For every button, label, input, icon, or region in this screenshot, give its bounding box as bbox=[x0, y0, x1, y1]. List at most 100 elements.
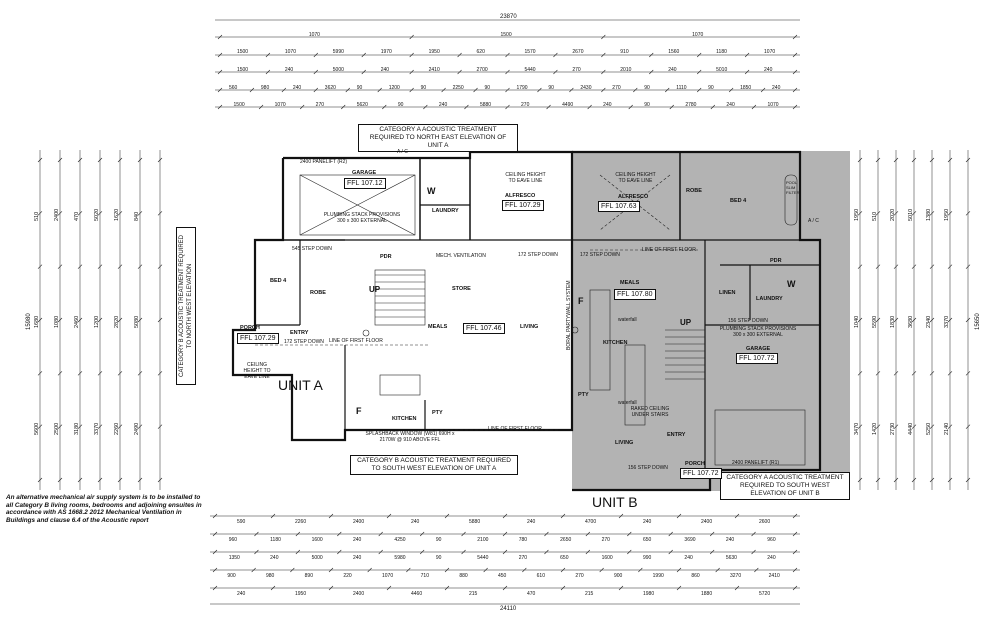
right-tick bbox=[857, 264, 863, 269]
step-down-172-entry: 172 STEP DOWN bbox=[284, 339, 324, 345]
f-a-label: F bbox=[356, 406, 362, 416]
top-tick bbox=[313, 52, 319, 58]
bottom-tick bbox=[715, 567, 720, 573]
unit-b-label: UNIT B bbox=[592, 494, 638, 510]
right-tick bbox=[929, 211, 935, 216]
left-tick bbox=[97, 211, 103, 216]
top-dim-3-14: 1110 bbox=[676, 85, 687, 91]
bottom-dim-1-2: 1600 bbox=[311, 537, 323, 543]
top-dim-3-17: 240 bbox=[772, 85, 781, 91]
robe-b-label: ROBE bbox=[686, 188, 702, 194]
top-dim-4-12: 240 bbox=[726, 102, 735, 108]
top-tick bbox=[649, 69, 654, 75]
left-dim-10: 2820 bbox=[114, 315, 120, 328]
top-tick bbox=[728, 87, 734, 93]
meals-b-label: MEALS bbox=[620, 280, 640, 286]
top-tick bbox=[696, 69, 702, 75]
bottom-tick bbox=[560, 513, 566, 519]
top-tick bbox=[382, 104, 387, 110]
top-dim-2-7: 270 bbox=[572, 67, 581, 73]
right-tick bbox=[965, 157, 971, 163]
bottom-dim-1-4: 4250 bbox=[394, 537, 406, 543]
left-tick bbox=[57, 157, 63, 163]
bottom-dim-0-9: 2600 bbox=[759, 519, 771, 525]
left-tick bbox=[57, 477, 63, 483]
bottom-dim-0-1: 2260 bbox=[295, 519, 307, 525]
top-tick bbox=[217, 104, 223, 110]
entry-a-label: ENTRY bbox=[290, 330, 309, 336]
top-dim-3-2: 240 bbox=[292, 85, 302, 91]
bottom-dim-4-1: 1950 bbox=[295, 591, 307, 597]
right-dim-0: 1950 bbox=[854, 209, 860, 222]
right-dim-11: 3370 bbox=[944, 315, 950, 328]
left-dim-17: 2490 bbox=[134, 422, 140, 435]
right-tick bbox=[947, 371, 953, 376]
right-tick bbox=[911, 264, 917, 269]
unit-b-walls bbox=[572, 150, 822, 492]
ceiling-note-a: CEILING HEIGHT TO EAVE LINE bbox=[505, 172, 546, 184]
category-b-south-west-note: CATEGORY B ACOUSTIC TREATMENT REQUIRED T… bbox=[350, 455, 518, 475]
left-dim-9: 1200 bbox=[94, 315, 100, 328]
right-tick bbox=[893, 211, 899, 216]
right-dim-6: 1040 bbox=[854, 315, 860, 328]
garage-b-label: GARAGE bbox=[746, 346, 771, 352]
top-dim-4-10: 90 bbox=[644, 102, 650, 108]
bottom-dim-4-5: 470 bbox=[527, 591, 536, 597]
right-dim-16: 5250 bbox=[926, 422, 932, 435]
dimension-ticks bbox=[37, 34, 971, 591]
stairs-unit-b bbox=[665, 329, 705, 380]
bottom-dim-1-11: 3690 bbox=[684, 537, 696, 543]
bottom-tick bbox=[585, 531, 591, 537]
bottom-tick bbox=[444, 567, 450, 573]
bottom-tick bbox=[751, 531, 756, 537]
bottom-tick bbox=[367, 567, 372, 573]
top-dim-1-3: 1970 bbox=[380, 49, 392, 55]
top-tick bbox=[628, 104, 633, 110]
top-dim-4-5: 240 bbox=[438, 102, 448, 108]
top-dim-2-9: 240 bbox=[668, 67, 677, 73]
left-tick bbox=[117, 157, 123, 163]
f-b-label: F bbox=[578, 296, 584, 306]
pool-filter-note: POOL SLIM FILTER bbox=[786, 180, 800, 195]
right-tick bbox=[911, 157, 917, 163]
right-dim-1: 510 bbox=[872, 212, 878, 222]
left-dim-1: 2400 bbox=[54, 209, 60, 222]
porch-a-ffl: FFL 107.29 bbox=[237, 333, 279, 344]
mech-ventilation-note: MECH. VENTILATION bbox=[436, 253, 486, 259]
bottom-tick bbox=[461, 549, 466, 555]
top-dim-2-11: 240 bbox=[764, 67, 773, 73]
right-tick bbox=[857, 371, 863, 376]
top-dim-3-10: 90 bbox=[548, 85, 554, 91]
top-dim-3-0: 560 bbox=[228, 85, 238, 91]
bottom-dim-0-3: 240 bbox=[411, 519, 420, 525]
panelift-garage-a: 2400 PANELIFT (R2) bbox=[300, 159, 348, 165]
top-tick bbox=[792, 52, 798, 58]
top-dim-1-2: 5990 bbox=[332, 49, 344, 55]
top-dim-4-6: 5880 bbox=[479, 102, 492, 108]
bottom-tick bbox=[792, 531, 798, 537]
linen-b-label: LINEN bbox=[719, 290, 736, 296]
bottom-tick bbox=[386, 585, 392, 591]
meals-a-label: MEALS bbox=[428, 324, 448, 330]
top-dim-4-11: 2780 bbox=[685, 102, 697, 108]
left-dim-13: 2500 bbox=[54, 422, 60, 435]
pty-a-label: PTY bbox=[432, 410, 443, 416]
top-dim-2-2: 5000 bbox=[332, 67, 344, 73]
right-tick bbox=[857, 157, 863, 163]
top-tick bbox=[217, 52, 223, 58]
bottom-dim-0-5: 240 bbox=[527, 519, 536, 525]
left-tick bbox=[77, 157, 83, 163]
bottom-tick bbox=[627, 531, 632, 537]
bottom-tick bbox=[560, 585, 566, 591]
right-dim-17: 2140 bbox=[944, 422, 950, 435]
top-dim-1-0: 1500 bbox=[236, 49, 249, 55]
top-tick bbox=[441, 87, 446, 93]
left-dim-14: 3180 bbox=[74, 422, 80, 435]
top-dim-1-10: 1180 bbox=[716, 49, 727, 55]
bottom-dim-2-1: 240 bbox=[270, 555, 279, 561]
left-dim-7: 1080 bbox=[54, 315, 60, 328]
left-tick bbox=[117, 424, 123, 429]
right-tick bbox=[857, 477, 863, 483]
w-b-label: W bbox=[787, 279, 796, 289]
